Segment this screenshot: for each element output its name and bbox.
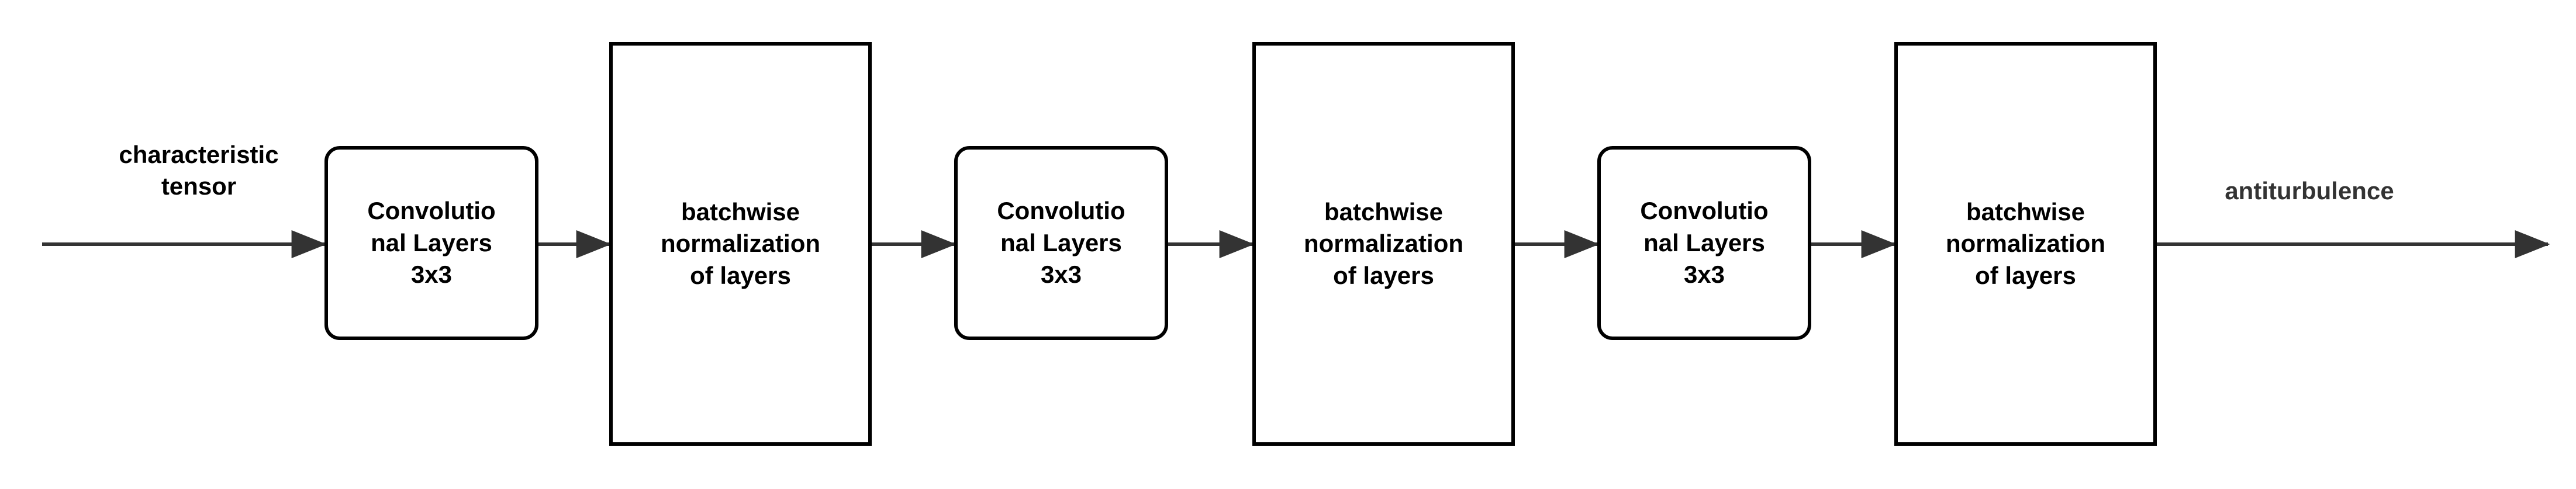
node-convolutional-layers-3[interactable]: Convolutio nal Layers 3x3 (1597, 146, 1811, 340)
node-label: batchwise normalization of layers (1945, 197, 2106, 289)
node-label: batchwise normalization of layers (660, 197, 821, 289)
node-convolutional-layers-2[interactable]: Convolutio nal Layers 3x3 (954, 146, 1168, 340)
node-batchwise-normalization-2[interactable]: batchwise normalization of layers (1252, 42, 1515, 446)
node-label: batchwise normalization of layers (1303, 197, 1464, 289)
output-label-antiturbulence: antiturbulence (2225, 177, 2394, 204)
node-label: Convolutio nal Layers 3x3 (367, 197, 496, 289)
node-batchwise-normalization-1[interactable]: batchwise normalization of layers (609, 42, 872, 446)
node-convolutional-layers-1[interactable]: Convolutio nal Layers 3x3 (324, 146, 538, 340)
node-label: Convolutio nal Layers 3x3 (1640, 197, 1769, 289)
node-batchwise-normalization-3[interactable]: batchwise normalization of layers (1894, 42, 2157, 446)
input-label-characteristic-tensor: characteristic tensor (119, 141, 279, 200)
node-label: Convolutio nal Layers 3x3 (997, 197, 1125, 289)
